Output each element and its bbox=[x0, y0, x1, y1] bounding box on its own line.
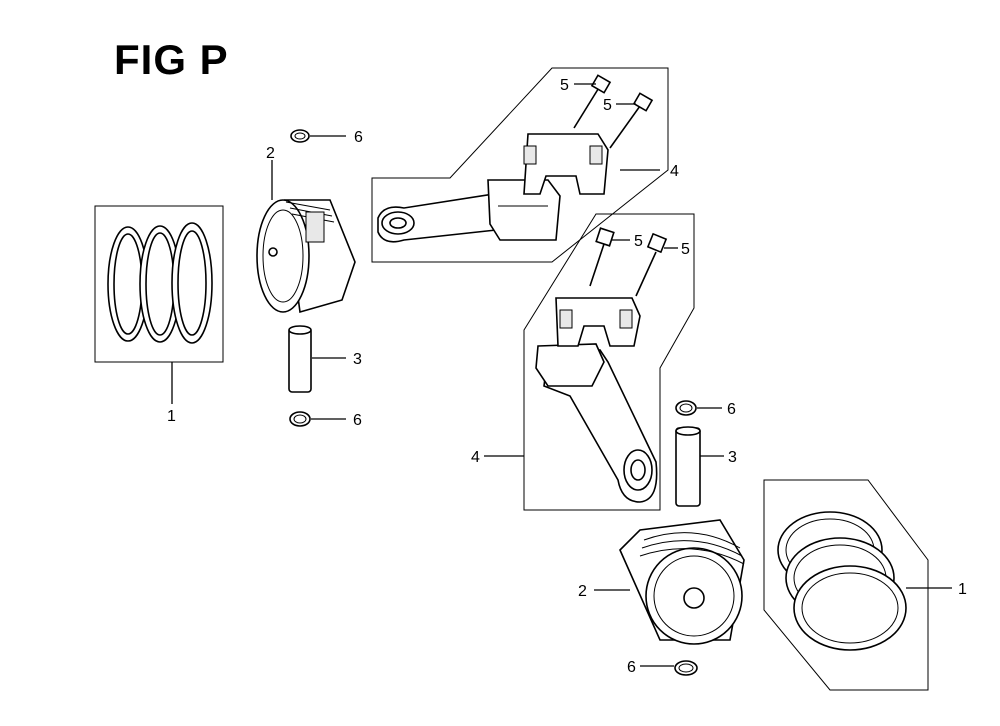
connecting-rod-middle bbox=[535, 297, 658, 503]
connecting-rod-top bbox=[377, 133, 609, 243]
circlip-top-left bbox=[290, 129, 310, 143]
rod-middle-frame bbox=[523, 213, 695, 511]
callout-bolt-top-b: 5 bbox=[603, 97, 612, 114]
callout-piston-right: 2 bbox=[578, 583, 587, 600]
piston-left bbox=[256, 199, 356, 314]
callout-rod-top: 4 bbox=[670, 163, 679, 180]
callout-clip-top-right: 6 bbox=[727, 401, 736, 418]
callout-rod-middle: 4 bbox=[471, 449, 480, 466]
rod-top-frame bbox=[371, 67, 669, 263]
callout-ring-set-left: 1 bbox=[167, 408, 176, 425]
rod-bolt-mid-a bbox=[589, 227, 615, 287]
rod-bolt-mid-b bbox=[635, 232, 668, 297]
callout-clip-top-left: 6 bbox=[354, 129, 363, 146]
callout-clip-bottom-left: 6 bbox=[353, 412, 362, 429]
circlip-top-right bbox=[675, 400, 697, 416]
callout-pin-left: 3 bbox=[353, 351, 362, 368]
rod-bolt-top-a bbox=[573, 74, 612, 129]
piston-pin-left bbox=[288, 325, 312, 393]
figure-title: FIG P bbox=[114, 36, 229, 83]
callout-ring-set-right: 1 bbox=[958, 581, 967, 598]
circlip-bottom-left bbox=[289, 411, 311, 427]
callout-bolt-top-a: 5 bbox=[560, 77, 569, 94]
circlip-bottom-right bbox=[674, 660, 698, 676]
piston-pin-right bbox=[675, 426, 701, 507]
callout-bolt-mid-a: 5 bbox=[634, 233, 643, 250]
callout-piston-left: 2 bbox=[266, 145, 275, 162]
callout-bolt-mid-b: 5 bbox=[681, 241, 690, 258]
piston-ring-set-left bbox=[94, 205, 224, 363]
ring-set-right-frame bbox=[763, 479, 929, 691]
rod-bolt-top-b bbox=[609, 92, 654, 149]
callout-pin-right: 3 bbox=[728, 449, 737, 466]
callout-clip-bottom-right: 6 bbox=[627, 659, 636, 676]
piston-right bbox=[619, 519, 745, 645]
piston-ring-set-right bbox=[777, 511, 907, 651]
